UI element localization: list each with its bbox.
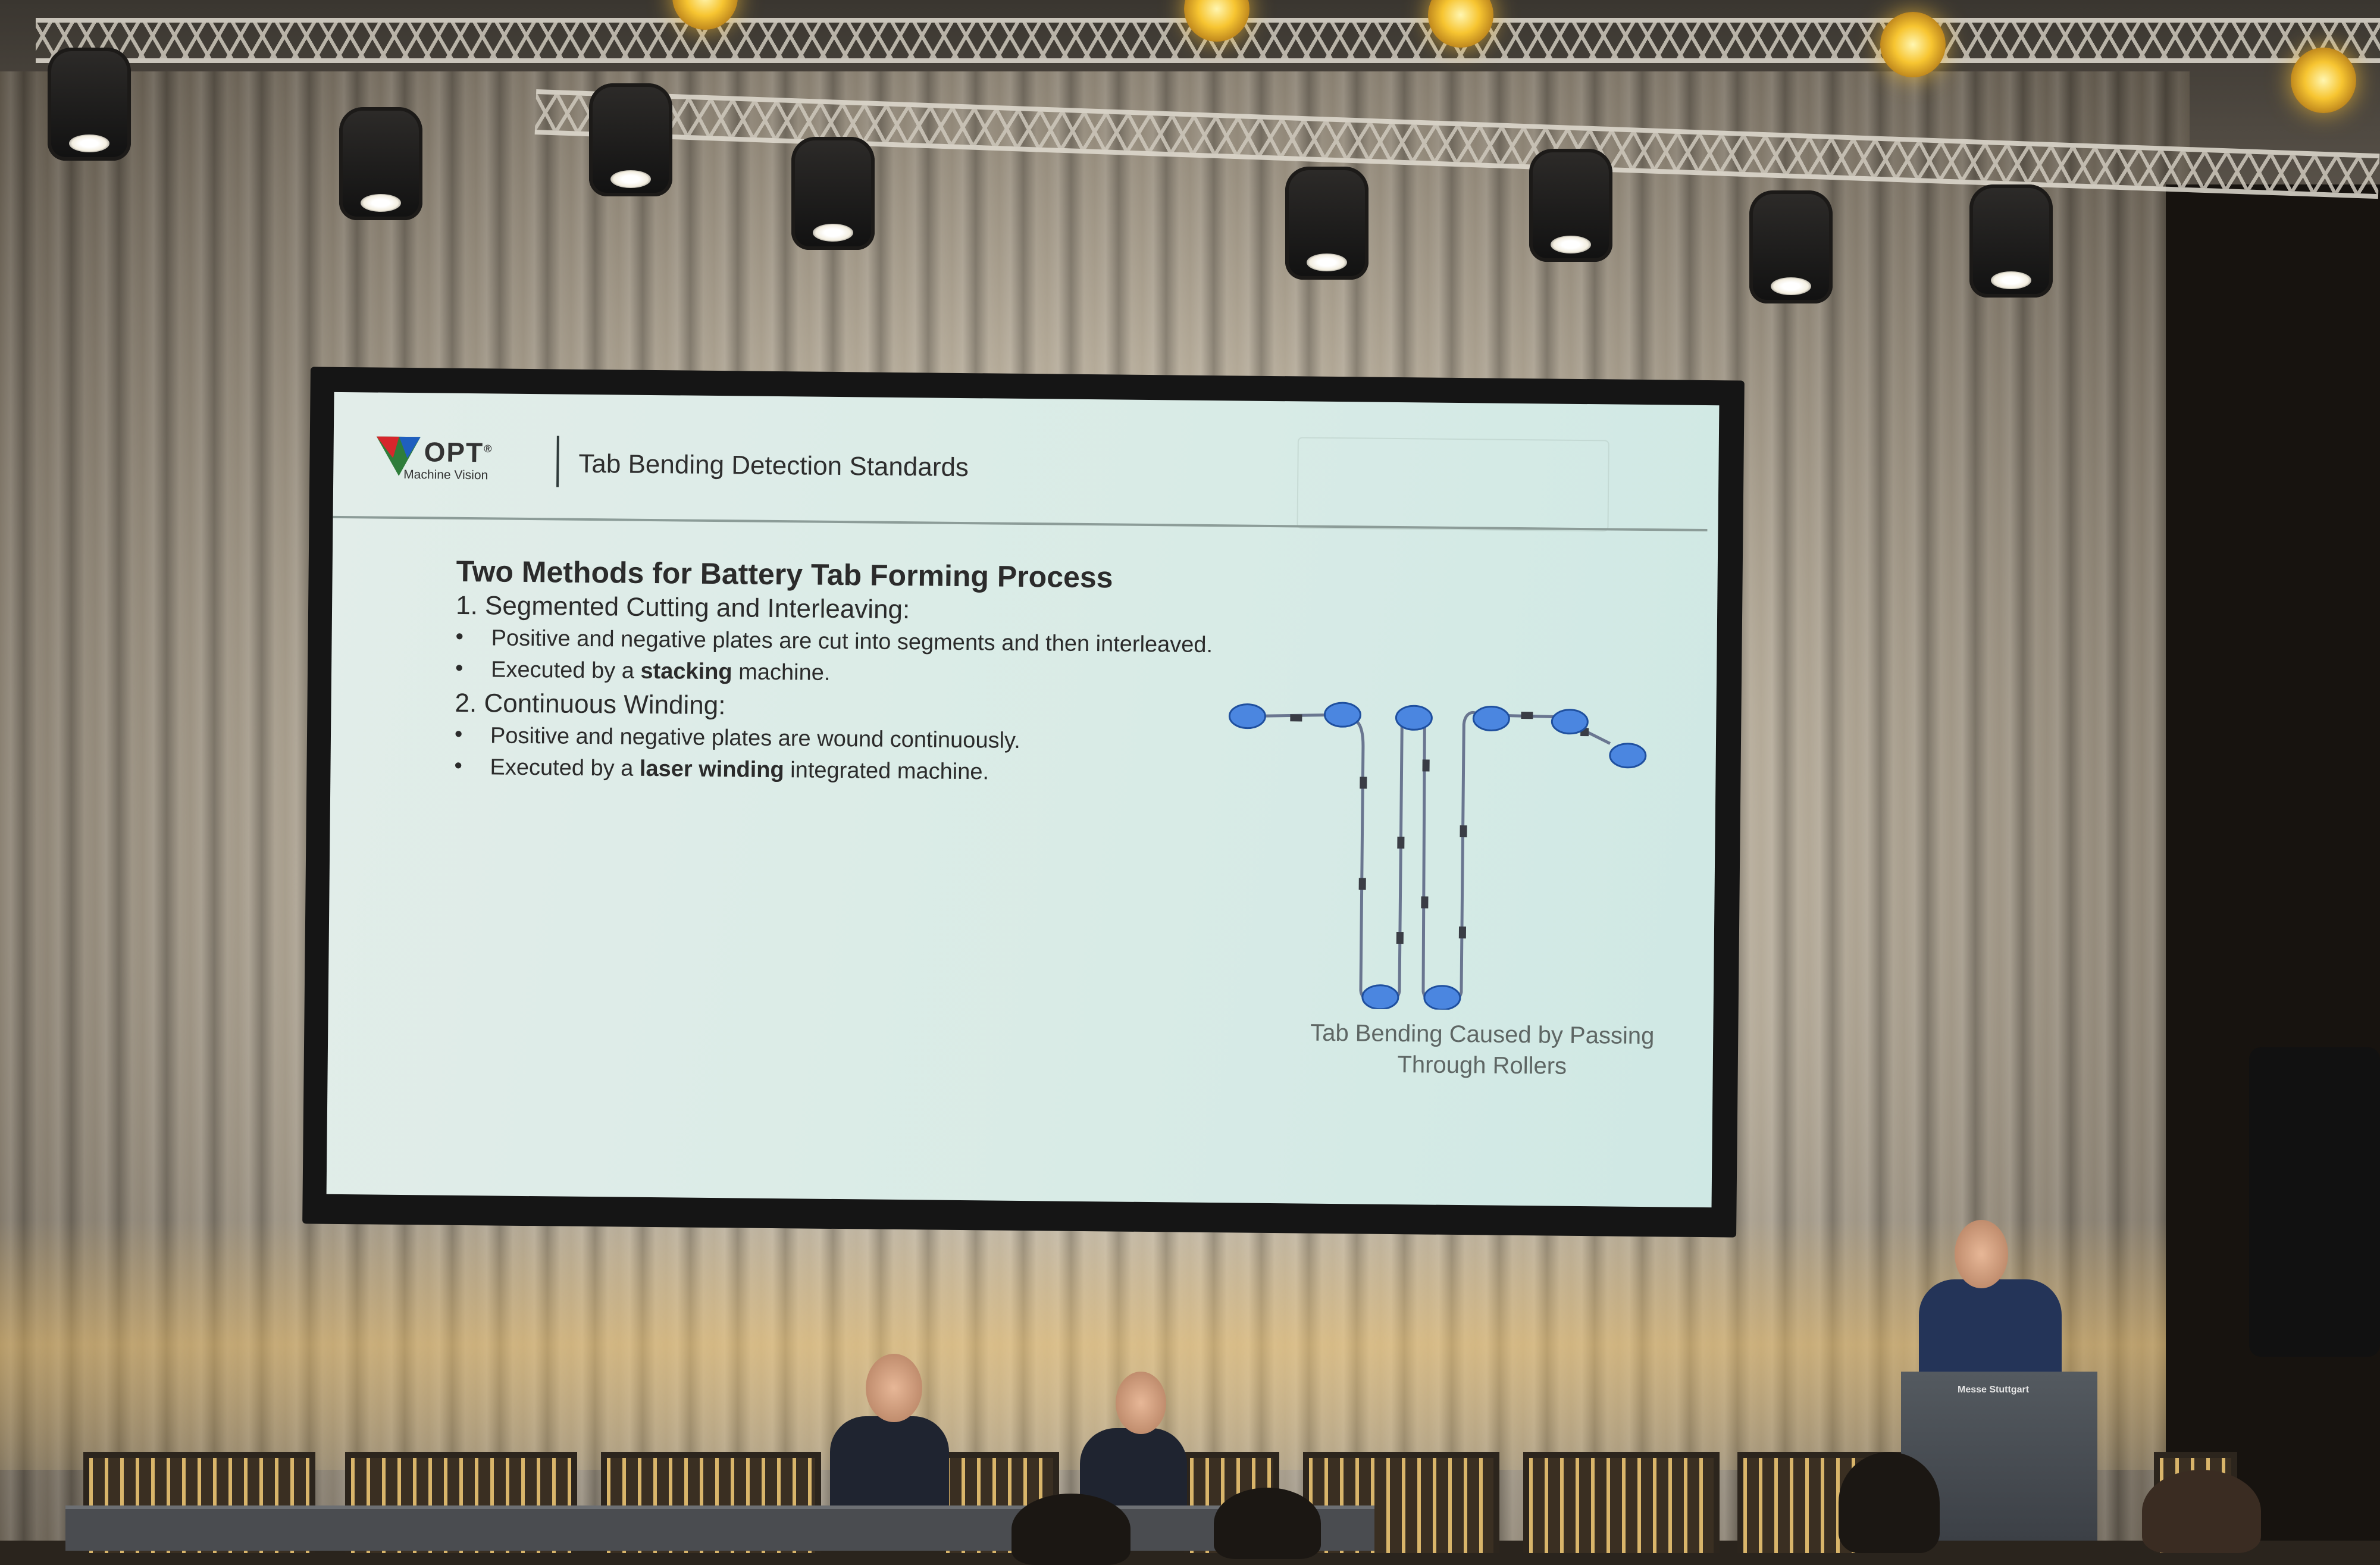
method-title: 1. Segmented Cutting and Interleaving:: [455, 590, 910, 625]
watermark: [1297, 437, 1609, 532]
chair-back: [1523, 1452, 1720, 1553]
bullet-icon: •: [454, 721, 463, 747]
bullet-item: • Positive and negative plates are cut i…: [455, 624, 1213, 658]
spotlight: [1969, 184, 2053, 298]
logo-wordmark: OPT®: [424, 436, 493, 468]
logo-triangle-icon: [376, 436, 421, 476]
speaker-head: [1955, 1220, 2008, 1288]
spotlight: [48, 48, 131, 161]
panel-table: [65, 1505, 1374, 1551]
stage-lamp: [1880, 12, 1946, 77]
panelist-man-head: [866, 1354, 922, 1422]
slide-content: Two Methods for Battery Tab Forming Proc…: [454, 554, 1349, 794]
bullet-item: • Executed by a laser winding integrated…: [454, 753, 989, 785]
spotlight: [589, 83, 672, 196]
video-camera: [2249, 1047, 2380, 1357]
spotlight: [1285, 167, 1368, 280]
bullet-icon: •: [455, 655, 464, 681]
header-divider: [556, 436, 559, 487]
company-logo: OPT® Machine Vision: [375, 434, 512, 489]
spotlight: [1529, 149, 1612, 262]
curtain-glow: [0, 1220, 2190, 1470]
roller-diagram: [1228, 702, 1647, 1011]
spotlight: [339, 107, 422, 220]
slide-title: Tab Bending Detection Standards: [578, 449, 969, 483]
spotlight: [791, 137, 875, 250]
rollers: [1228, 702, 1647, 1011]
podium-label: Messe Stuttgart: [1958, 1385, 2030, 1395]
bullet-item: • Positive and negative plates are wound…: [454, 721, 1020, 753]
method-title: 2. Continuous Winding:: [455, 688, 726, 721]
audience-head: [1012, 1494, 1130, 1565]
audience-head: [1214, 1488, 1321, 1559]
spotlight: [1749, 190, 1833, 303]
slide-header: OPT® Machine Vision Tab Bending Detectio…: [333, 392, 1720, 532]
panelist-woman-head: [1116, 1372, 1166, 1434]
audience-head: [2142, 1470, 2261, 1553]
tab-markers: [1290, 712, 1589, 944]
logo-subtitle: Machine Vision: [403, 467, 488, 483]
bullet-icon: •: [455, 624, 464, 649]
bullet-item: • Executed by a stacking machine.: [455, 655, 831, 686]
slide-heading: Two Methods for Battery Tab Forming Proc…: [456, 554, 1113, 594]
diagram-caption: Tab Bending Caused by Passing Through Ro…: [1310, 1019, 1655, 1079]
projection-screen: OPT® Machine Vision Tab Bending Detectio…: [302, 367, 1745, 1238]
audience-head: [1839, 1452, 1940, 1553]
web-path: [1247, 709, 1611, 1007]
stage-lamp: [2291, 48, 2356, 113]
bullet-icon: •: [454, 753, 463, 778]
presentation-slide: OPT® Machine Vision Tab Bending Detectio…: [326, 392, 1720, 1208]
